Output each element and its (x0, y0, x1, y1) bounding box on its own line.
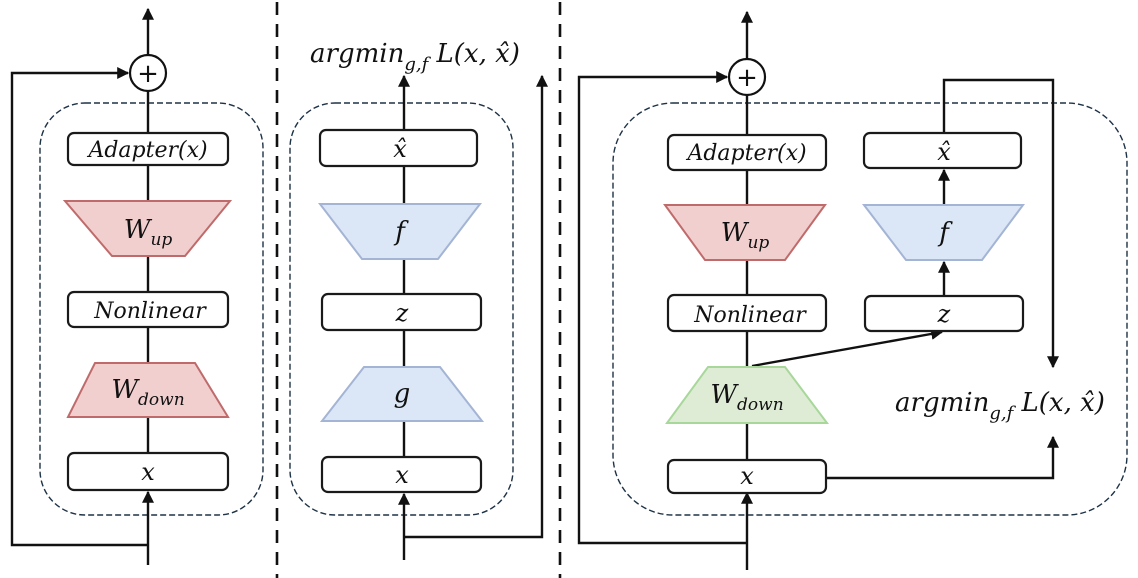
encoder-g-block (319, 366, 485, 422)
reconstruction-label: x̂ (393, 135, 407, 163)
w-up-label: Wup (721, 218, 770, 253)
input-label: x (395, 461, 409, 489)
input-to-objective-arrow (826, 435, 1059, 480)
autoencoder-module-border (289, 102, 514, 516)
input-label: x (141, 458, 155, 486)
w-up-label: Wup (124, 215, 173, 250)
decoder-f-block (861, 204, 1025, 261)
nonlinear-label: Nonlinear (693, 303, 807, 328)
panel-adapter: + Adapter(x) Wup Nonlinear Wdown x (10, 7, 264, 565)
nonlinear-box (666, 293, 828, 333)
objective-label: argming,f L(x, x̂) (895, 388, 1105, 424)
w-up-block (62, 200, 233, 257)
adapter-output-label: Adapter(x) (86, 138, 207, 163)
input-to-objective-arrow (404, 74, 548, 539)
reconstruction-label: x̂ (937, 138, 951, 166)
latent-z-label: z (395, 299, 409, 327)
residual-connection (10, 67, 148, 547)
latent-z-box (863, 294, 1025, 333)
residual-connection (577, 71, 747, 545)
sum-node: + (727, 57, 767, 97)
decoder-f-block (317, 203, 483, 260)
nonlinear-box (66, 290, 230, 329)
w-down-block (66, 362, 230, 418)
w-down-label: Wdown (111, 375, 184, 410)
w-up-block (663, 204, 827, 261)
encoder-g-label: g (394, 379, 411, 409)
objective-label: argming,f L(x, x̂) (310, 39, 520, 75)
recon-to-objective-arrow (942, 78, 1059, 369)
adapter-output-box (666, 133, 828, 172)
input-label: x (740, 462, 754, 490)
w-down-shared-block (665, 366, 829, 424)
latent-z-box (320, 292, 483, 332)
adapter-output-label: Adapter(x) (685, 141, 806, 166)
input-box (666, 458, 828, 495)
input-box (66, 451, 230, 492)
panel-autoencoder: argming,f L(x, x̂) x̂ f z g x (289, 39, 548, 560)
nonlinear-label: Nonlinear (93, 299, 207, 324)
plus-icon: + (137, 59, 159, 89)
plus-icon: + (736, 63, 758, 93)
latent-z-label: z (937, 300, 951, 328)
sum-node: + (128, 53, 168, 93)
input-box (320, 455, 483, 494)
reconstruction-box (318, 128, 479, 168)
sum-circle (128, 53, 168, 93)
reconstruction-box (862, 131, 1023, 170)
wdown-to-z-arrow (751, 327, 944, 368)
sum-circle (727, 57, 767, 97)
combined-module-border (612, 102, 1128, 516)
adapter-module-border (39, 102, 264, 516)
panel-combined: + Adapter(x) Wup Nonlinear Wdown x x̂ f … (577, 10, 1128, 570)
w-down-label: Wdown (710, 380, 783, 415)
adapter-output-box (66, 131, 230, 167)
